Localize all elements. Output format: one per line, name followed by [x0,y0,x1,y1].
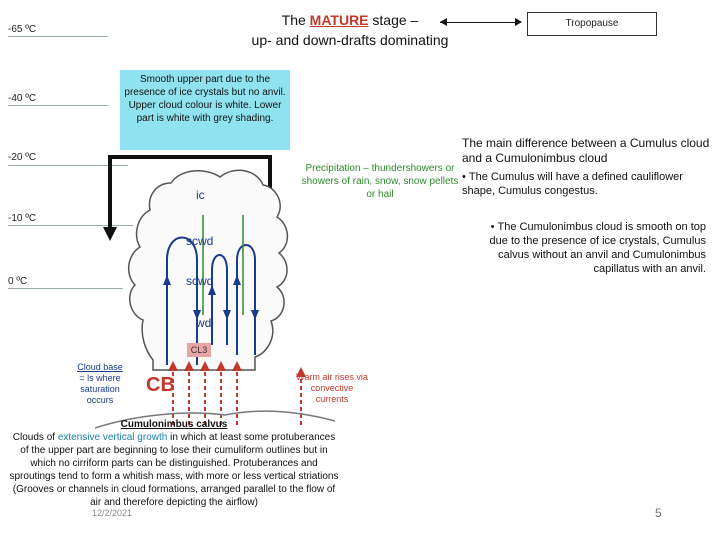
cloud-outline [128,169,289,371]
bullet-text: The Cumulus will have a defined cauliflo… [462,171,683,197]
temp-label-zero: 0 ºC [8,276,28,287]
description-text-1: Clouds of [12,432,58,443]
cumulonimbus-calvus-description: Cumulonimbus calvus Clouds of extensive … [8,418,340,509]
cloud-base-desc: = ls where saturation occurs [79,373,121,405]
cloud-base-text: Cloud base = ls where saturation occurs [66,362,134,406]
bullet-text: The Cumulonimbus cloud is smooth on top … [489,221,706,275]
supercooled-water-label-upper: scwd [186,234,214,248]
tropopause-line [440,22,520,23]
cumulonimbus-diagram [95,155,335,429]
supercooled-water-label-lower: scwd [186,274,214,288]
bullet-cumulonimbus: • The Cumulonimbus cloud is smooth on to… [476,220,706,276]
ice-crystals-label: ic [196,188,205,202]
title-highlight: MATURE [309,12,369,28]
temp-line [8,105,108,106]
cb-label: CB [146,374,175,396]
draft-loops [166,236,256,365]
slide-date: 12/2/2021 [92,508,133,518]
cl3-badge: CL3 [187,343,211,357]
title-prefix: The [281,12,310,28]
tropopause-arrow [440,18,522,26]
warm-air-text: Warm air rises via convective currents [296,372,368,404]
temp-label-minus20: -20 ºC [8,152,37,163]
slide-title: The MATURE stage – up- and down-drafts d… [180,10,520,50]
precip-arrows [202,215,244,315]
cloud-base-title: Cloud base [77,362,123,372]
temp-label-minus40: -40 ºC [8,93,37,104]
water-droplets-label: wd [196,316,212,330]
bullet-cumulus: • The Cumulus will have a defined caulif… [462,170,712,198]
main-difference-heading: The main difference between a Cumulus cl… [462,136,710,165]
bullet-dot: • [490,221,498,233]
bullet-dot: • [462,171,469,183]
description-heading: Cumulonimbus calvus [120,419,228,430]
temp-line [8,36,108,37]
ground-line [95,410,335,429]
temp-label-minus65: -65 ºC [8,24,37,35]
tropopause-label: Tropopause [527,12,657,36]
temp-line [8,165,128,166]
temp-line [8,288,123,289]
description-text-2: in which at least some protuberances of … [9,432,339,508]
description-highlight: extensive vertical growth [57,432,168,443]
title-line2: up- and down-drafts dominating [251,32,449,48]
warm-air-arrows [172,367,302,425]
temp-label-minus10: -10 ºC [8,213,37,224]
title-suffix: stage – [368,12,419,28]
precipitation-text: Precipitation – thundershowers or shower… [301,163,459,200]
bracket-arrow-left [103,227,117,241]
slide-number: 5 [655,506,662,520]
temp-line [8,225,133,226]
smooth-top-infobox: Smooth upper part due to the presence of… [120,70,290,150]
